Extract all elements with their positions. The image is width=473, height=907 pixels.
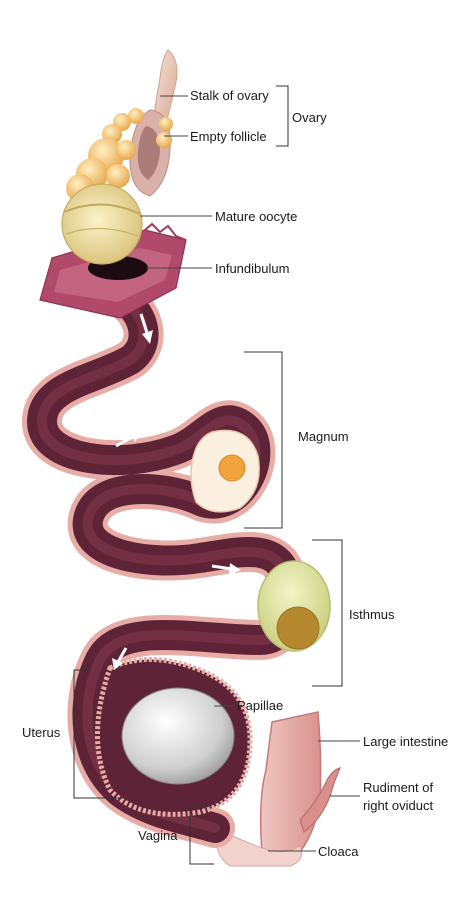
magnum-bracket xyxy=(244,351,283,529)
mature-oocyte-shape xyxy=(61,183,143,265)
isthmus-bracket xyxy=(312,539,343,687)
label-rudiment-line2: right oviduct xyxy=(363,798,433,813)
magnum-egg xyxy=(190,429,260,513)
isthmus-egg xyxy=(257,560,331,652)
label-stalk-of-ovary: Stalk of ovary xyxy=(190,88,269,103)
oviduct-tube xyxy=(22,272,310,848)
cloaca-shape xyxy=(214,827,303,867)
shell-egg xyxy=(121,687,235,785)
label-isthmus: Isthmus xyxy=(349,607,395,622)
label-uterus: Uterus xyxy=(22,725,61,740)
label-magnum: Magnum xyxy=(298,429,349,444)
label-mature-oocyte: Mature oocyte xyxy=(215,209,297,224)
flow-arrow-1 xyxy=(139,313,153,344)
empty-follicle-shape xyxy=(129,109,171,197)
flow-arrow-3 xyxy=(211,563,241,575)
label-ovary: Ovary xyxy=(292,110,327,125)
uterus-bracket xyxy=(73,669,124,799)
ovary-follicles xyxy=(66,108,173,202)
right-oviduct-rudiment-shape xyxy=(299,767,342,833)
label-vagina: Vagina xyxy=(138,828,178,843)
label-infundibulum: Infundibulum xyxy=(215,261,289,276)
large-intestine-shape xyxy=(259,711,322,853)
leader-lines xyxy=(140,95,360,852)
label-rudiment-line1: Rudiment of xyxy=(363,780,433,795)
ovary-bracket xyxy=(276,85,289,147)
flow-arrow-4 xyxy=(112,647,128,670)
label-empty-follicle: Empty follicle xyxy=(190,129,267,144)
flow-arrow-2 xyxy=(115,430,142,448)
label-papillae: Papillae xyxy=(237,698,283,713)
label-cloaca: Cloaca xyxy=(318,844,359,859)
label-large-intestine: Large intestine xyxy=(363,734,448,749)
vagina-bracket xyxy=(189,803,214,865)
